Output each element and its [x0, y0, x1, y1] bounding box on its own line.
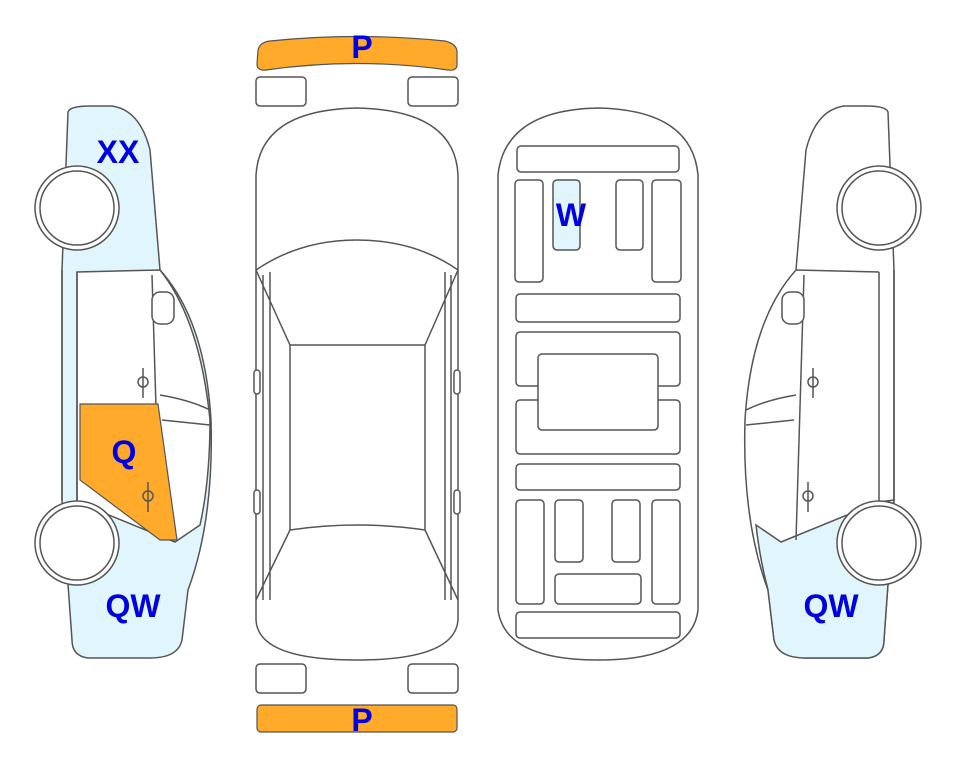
right-side-view: QW	[743, 105, 922, 659]
label-left-rear-quarter: QW	[105, 588, 161, 624]
rear-bumper-damage[interactable]	[256, 704, 458, 733]
left-front-wheel-icon	[34, 165, 120, 251]
label-left-front-fender: XX	[97, 134, 140, 170]
right-front-wheel-icon	[836, 165, 922, 251]
right-rear-wheel-icon	[836, 500, 922, 586]
left-side-view: XX Q QW	[34, 105, 213, 659]
interior-view: W	[497, 107, 699, 661]
label-interior-front-seat: W	[556, 197, 587, 233]
left-rear-wheel-icon	[34, 500, 120, 586]
interior-front-seat-damage[interactable]	[552, 179, 581, 251]
label-right-rear-quarter: QW	[803, 588, 859, 624]
label-front-bumper: P	[351, 29, 372, 65]
label-left-rear-door: Q	[112, 434, 137, 470]
left-rear-door-damage[interactable]	[79, 403, 178, 541]
label-rear-bumper: P	[351, 702, 372, 738]
top-view: P P	[253, 29, 461, 738]
top-body-outline[interactable]	[255, 107, 459, 661]
front-bumper-damage[interactable]	[256, 35, 458, 71]
